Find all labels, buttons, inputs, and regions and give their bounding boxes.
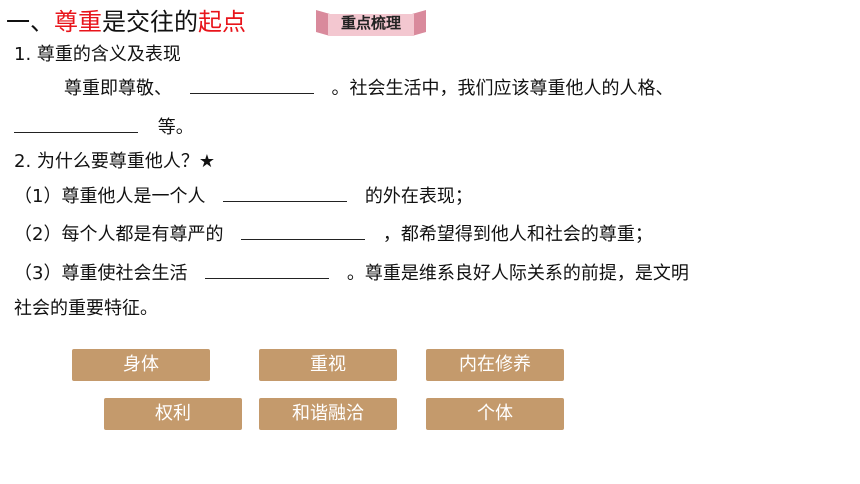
fill-blank-2[interactable] — [14, 114, 138, 133]
option-chip-body[interactable]: 身体 — [72, 349, 210, 381]
section1-line1-text-a: 尊重即尊敬、 — [64, 78, 172, 99]
option-chip-rights[interactable]: 权利 — [104, 398, 242, 430]
item3-text-a: （3）尊重使社会生活 — [14, 263, 188, 284]
item1-text-b: 的外在表现； — [364, 186, 473, 207]
section1-heading: 1. 尊重的含义及表现 — [14, 44, 181, 65]
item2-text-a: （2）每个人都是有尊严的 — [14, 224, 224, 245]
fill-blank-1[interactable] — [189, 75, 314, 94]
title-red-1: 尊重 — [54, 8, 102, 36]
section2-item3-continued: 社会的重要特征。 — [14, 298, 158, 319]
section1-line2-text: 等。 — [157, 117, 194, 138]
badge-label: 重点梳理 — [340, 14, 401, 32]
option-chip-harmony[interactable]: 和谐融洽 — [259, 398, 397, 430]
section-title: 一、尊重是交往的起点 — [6, 2, 246, 37]
section1-line2: 等。 — [14, 113, 194, 139]
section2-heading: 2. 为什么要尊重他人？★ — [14, 151, 216, 172]
title-middle: 是交往的 — [102, 8, 198, 36]
title-red-2: 起点 — [198, 8, 246, 36]
section2-item2: （2）每个人都是有尊严的 ，都希望得到他人和社会的尊重； — [14, 220, 653, 246]
badge-ribbon-icon — [316, 10, 426, 36]
key-points-badge: 重点梳理 — [316, 10, 426, 36]
section1-line1-text-b: 。社会生活中，我们应该尊重他人的人格、 — [331, 78, 674, 99]
fill-blank-5[interactable] — [205, 260, 330, 279]
option-chip-individual[interactable]: 个体 — [426, 398, 564, 430]
title-prefix: 一、 — [6, 8, 54, 36]
fill-blank-3[interactable] — [223, 183, 348, 202]
item3-text-b: 。尊重是维系良好人际关系的前提，是文明 — [346, 263, 689, 284]
item2-text-b: ，都希望得到他人和社会的尊重； — [382, 224, 653, 245]
section2-item3: （3）尊重使社会生活 。尊重是维系良好人际关系的前提，是文明 — [14, 259, 689, 285]
section2-item1: （1）尊重他人是一个人 的外在表现； — [14, 182, 473, 208]
option-chip-inner-cultivation[interactable]: 内在修养 — [426, 349, 564, 381]
item1-text-a: （1）尊重他人是一个人 — [14, 186, 206, 207]
fill-blank-4[interactable] — [241, 221, 366, 240]
section1-line1: 尊重即尊敬、 。社会生活中，我们应该尊重他人的人格、 — [64, 74, 673, 100]
option-chip-value[interactable]: 重视 — [259, 349, 397, 381]
